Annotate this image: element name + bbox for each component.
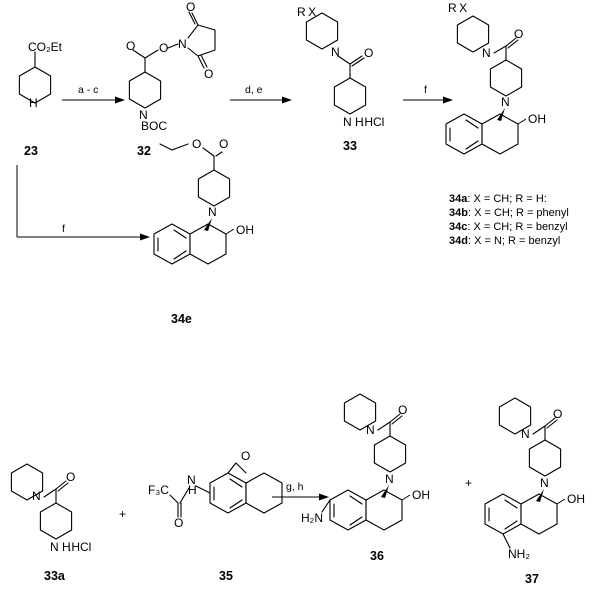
atom-label-n-35: N (187, 473, 196, 487)
legend-34: 34a: X = CH; R = H: 34b: X = CH; R = phe… (449, 193, 569, 247)
atom-label-o-ester-34e: O (192, 137, 201, 151)
atom-label-oh-34e: OH (236, 223, 254, 237)
legend-34a: 34a: X = CH; R = H: (449, 193, 547, 205)
atom-label-o-carbonyl-32: O (126, 39, 135, 53)
structure-36: N O N OH H₂N 36 (301, 393, 430, 563)
atom-label-oh-37: OH (567, 492, 585, 506)
atom-label-o-37: O (553, 407, 562, 421)
compound-label-34e: 34e (171, 312, 192, 326)
atom-label-oh-36: OH (412, 488, 430, 502)
compound-label-33a: 33a (44, 569, 66, 583)
atom-label-n-pip-34: N (501, 95, 510, 109)
structure-34e: O O N OH 34e (153, 137, 254, 326)
atom-label-nh-33: N H (343, 115, 364, 129)
atom-label-h2n-36: H₂N (301, 511, 323, 525)
arrow-g-h: g, h (272, 481, 329, 501)
arrow-d-e: d, e (230, 84, 292, 104)
compound-label-23: 23 (24, 144, 38, 158)
condition-f-top: f (424, 84, 427, 96)
structure-33: O N R X N H .HCl 33 (297, 5, 384, 153)
atom-label-n-32: N (139, 108, 148, 122)
atom-label-hcl-33: .HCl (361, 115, 384, 129)
condition-d-e: d, e (245, 84, 263, 96)
atom-label-o-34: O (514, 27, 523, 41)
compound-label-35: 35 (219, 569, 233, 583)
atom-label-o-36: O (398, 403, 407, 417)
atom-label-rx-33: R X (297, 5, 316, 19)
arrow-f-branch: f (16, 165, 150, 241)
atom-label-n-pip-37: N (540, 476, 549, 490)
plus-sign-2: + (465, 476, 472, 490)
atom-label-n-amide-33: N (331, 45, 340, 59)
condition-f-branch: f (62, 223, 65, 235)
arrow-f-top: f (403, 84, 453, 104)
condition-g-h: g, h (286, 481, 304, 493)
arrow-a-c: a - c (62, 84, 125, 104)
atom-label-n-succinimide: N (178, 37, 187, 51)
atom-label-o-succ-bottom: O (204, 67, 213, 81)
atom-label-nh2-37: NH₂ (508, 547, 530, 561)
atom-label-o-carbonyl-34e: O (219, 137, 228, 151)
structure-32: O O N O O N BOC 32 (126, 0, 216, 158)
condition-a-c: a - c (78, 84, 98, 96)
compound-label-37: 37 (525, 572, 539, 586)
atom-label-o-35: O (174, 516, 183, 530)
atom-label-n-33a: N (32, 489, 41, 503)
atom-label-o-33a: O (66, 470, 75, 484)
atom-label-o-ester-32: O (159, 41, 168, 55)
structure-37: N O N OH NH₂ 37 (484, 397, 585, 586)
atom-label-nh-35: H (188, 483, 197, 497)
compound-label-33: 33 (343, 139, 357, 153)
atom-label-o-epoxide: O (241, 449, 250, 463)
compound-label-32: 32 (137, 144, 151, 158)
structure-35: F₃C H N O O 35 (148, 449, 283, 583)
structure-23: CO₂Et H N 23 (18, 40, 63, 158)
atom-label-n-amide-36: N (366, 423, 375, 437)
atom-label-nh: H (29, 96, 38, 110)
atom-label-n-pip-36: N (385, 472, 394, 486)
atom-label-o-33: O (364, 46, 373, 60)
structure-33a: N O N H .HCl 33a (10, 463, 91, 583)
atom-label-n-amide-37: N (521, 427, 530, 441)
atom-label-co2et: CO₂Et (28, 40, 63, 54)
atom-label-hcl-33a: .HCl (68, 540, 91, 554)
atom-label-nh-33a: N H (50, 540, 71, 554)
compound-label-36: 36 (370, 549, 384, 563)
atom-label-boc: BOC (141, 119, 167, 133)
legend-34b: 34b: X = CH; R = phenyl (449, 207, 569, 219)
plus-sign-1: + (119, 507, 126, 521)
legend-34d: 34d: X = N; R = benzyl (449, 235, 560, 247)
structure-34a-d: R X N O N OH (445, 1, 546, 155)
atom-label-oh-34: OH (528, 112, 546, 126)
atom-label-rx-34: R X (448, 1, 467, 15)
atom-label-o-succ-top: O (186, 0, 195, 14)
legend-34c: 34c: X = CH; R = benzyl (449, 221, 568, 233)
atom-label-f3c: F₃C (148, 483, 169, 497)
atom-label-n-amide-34: N (482, 46, 491, 60)
atom-label-n-pip-34e: N (208, 205, 217, 219)
